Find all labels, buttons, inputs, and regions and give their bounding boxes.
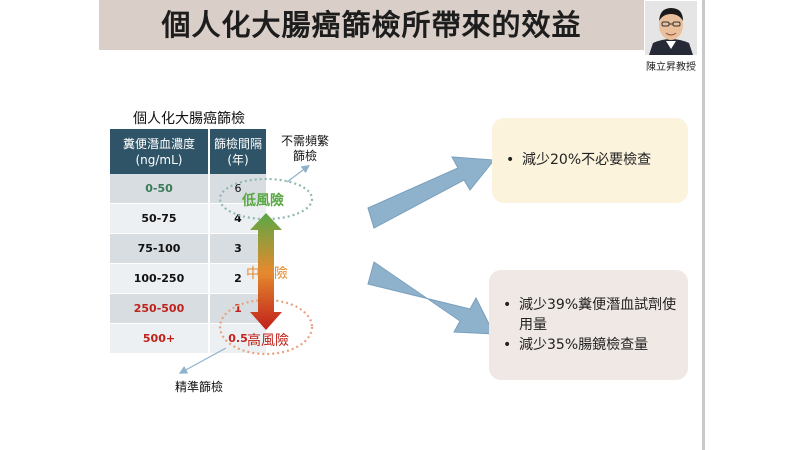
benefit-box-2: 減少39%糞便潛血試劑使用量 減少35%腸鏡檢查量	[489, 270, 688, 380]
high-risk-label: 高風險	[247, 333, 289, 349]
high-risk-ellipse	[218, 298, 314, 356]
table-row: 500+ 0.5	[110, 323, 266, 354]
table-row: 250-500 1	[110, 293, 266, 324]
header-screening-interval: 篩檢間隔(年)	[209, 129, 266, 174]
table-row: 0-50 6	[110, 174, 266, 204]
range-cell: 50-75	[110, 203, 210, 234]
range-cell: 0-50	[110, 174, 210, 204]
interval-cell: 2	[209, 263, 266, 294]
precise-screening-note: 精準篩檢	[175, 380, 224, 394]
presenter-name: 陳立昇教授	[646, 62, 696, 73]
arrow-to-benefit-2	[367, 261, 495, 335]
range-cell: 500+	[110, 323, 210, 354]
pointer-line-frequent	[286, 164, 310, 183]
mid-risk-label: 中風險	[246, 266, 288, 282]
low-risk-ellipse	[218, 177, 314, 221]
range-cell: 250-500	[110, 293, 210, 324]
benefit-box-1: 減少20%不必要檢查	[492, 118, 688, 203]
no-frequent-screening-note: 不需頻繁篩檢	[281, 134, 330, 163]
page-title: 個人化大腸癌篩檢所帶來的效益	[161, 8, 582, 42]
pointer-line-precise	[178, 347, 227, 374]
range-cell: 100-250	[110, 263, 210, 294]
low-risk-label: 低風險	[242, 193, 284, 209]
interval-cell: 3	[209, 233, 266, 264]
screening-table: 糞便潛血濃度(ng/mL) 篩檢間隔(年) 0-50 6 50-75 4 75-…	[110, 129, 266, 354]
table-title: 個人化大腸癌篩檢	[133, 111, 245, 127]
benefit-item: 減少39%糞便潛血試劑使用量	[499, 295, 679, 335]
interval-cell: 1	[209, 293, 266, 324]
header-fobt-concentration: 糞便潛血濃度(ng/mL)	[110, 129, 210, 174]
title-bar	[99, 0, 644, 50]
table-row: 75-100 3	[110, 233, 266, 264]
arrow-to-benefit-1	[367, 156, 495, 229]
risk-gradient-arrow	[250, 213, 282, 330]
presenter-photo	[645, 1, 697, 55]
interval-cell: 0.5	[209, 323, 266, 354]
range-cell: 75-100	[110, 233, 210, 264]
benefit-item: 減少35%腸鏡檢查量	[499, 335, 679, 355]
slide-edge	[702, 0, 705, 450]
table-row: 100-250 2	[110, 263, 266, 294]
benefit-item: 減少20%不必要檢查	[502, 150, 651, 170]
